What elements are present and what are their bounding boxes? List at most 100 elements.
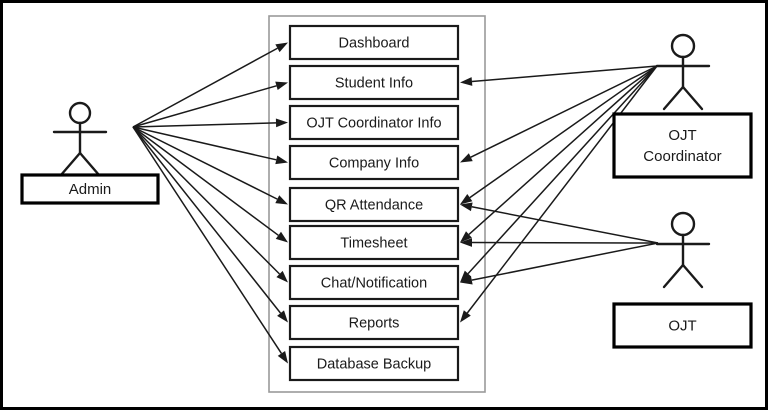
actor-head-icon [670,211,696,237]
association-ojt-to-timesheet [460,238,659,247]
actor-label: Admin [69,181,112,198]
association-arrowhead [275,81,288,91]
actor-stick-figure-icon [52,101,108,177]
use-case-box[interactable] [288,304,460,341]
association-line [471,65,658,83]
use-case-database-backup[interactable]: Database Backup [288,345,460,382]
use-case-label: Reports [349,315,400,331]
association-admin-to-chat-notification [132,126,288,283]
association-line [466,65,658,314]
actor-stick-figure-icon [655,211,711,289]
use-case-company-info[interactable]: Company Info [288,144,460,181]
actor-admin[interactable]: Admin [20,101,160,205]
association-line [132,47,278,128]
association-arrowhead [460,77,473,86]
association-admin-to-student-info [132,81,288,128]
actor-label-box[interactable] [20,173,160,205]
association-ojt-coordinator-to-timesheet [460,65,658,243]
association-arrowhead [275,118,288,128]
actor-label: OJT [668,317,696,334]
association-ojt-to-chat-notification [460,242,659,285]
association-ojt-coordinator-to-company-info [460,65,658,163]
association-arrowhead [460,310,471,323]
actor-label: OJT [668,127,696,144]
use-case-box[interactable] [288,224,460,261]
association-admin-to-company-info [132,126,288,165]
actor-head-icon [670,33,696,59]
association-admin-to-qr-attendance [132,126,288,205]
association-line [132,126,278,200]
association-admin-to-timesheet [132,126,288,243]
use-case-label: Dashboard [339,35,410,51]
association-arrowhead [277,310,288,323]
use-case-label: Database Backup [317,356,431,372]
association-line [132,126,283,354]
association-line [468,65,658,236]
association-line [470,65,658,158]
use-case-box[interactable] [288,186,460,223]
use-case-chat-notification[interactable]: Chat/Notification [288,264,460,301]
use-case-timesheet[interactable]: Timesheet [288,224,460,261]
association-ojt-coordinator-to-student-info [460,65,658,86]
use-case-label: QR Attendance [325,197,423,213]
association-line [471,206,659,244]
association-line [132,126,282,314]
association-arrowhead [275,155,288,165]
association-admin-to-database-backup [132,126,288,364]
use-case-label: Student Info [335,75,413,91]
association-arrowhead [275,42,288,53]
use-case-student-info[interactable]: Student Info [288,64,460,101]
association-arrowhead [276,270,288,283]
use-case-box[interactable] [288,264,460,301]
use-case-ojt-coord-info[interactable]: OJT Coordinator Info [288,104,460,141]
association-line [132,85,277,128]
association-arrowhead [460,275,473,285]
association-ojt-coordinator-to-reports [460,65,658,323]
association-line [132,126,281,275]
actor-left-leg-line [662,263,685,289]
association-admin-to-ojt-coord-info [132,118,288,128]
use-case-box[interactable] [288,345,460,382]
association-line [132,122,277,128]
association-arrowhead [460,202,473,212]
use-case-dashboard[interactable]: Dashboard [288,24,460,61]
association-arrowhead [460,238,473,247]
actor-label: Coordinator [643,148,721,165]
association-line [471,242,659,281]
association-ojt-coordinator-to-qr-attendance [460,65,658,205]
actor-ojt-coordinator[interactable]: OJT Coordinator [612,33,753,179]
association-arrowhead [460,153,473,163]
association-arrowhead [277,351,288,364]
use-case-reports[interactable]: Reports [288,304,460,341]
association-layer [132,42,659,364]
use-case-label: Timesheet [340,235,407,251]
association-admin-to-reports [132,126,288,323]
actor-right-leg-line [681,85,704,111]
association-arrowhead [460,231,472,243]
association-line [132,126,277,161]
actor-label-box[interactable] [612,112,753,179]
association-arrowhead [460,270,472,283]
use-case-box[interactable] [288,24,460,61]
association-arrowhead [460,193,473,205]
use-case-box[interactable] [288,104,460,141]
actor-ojt[interactable]: OJT [612,211,753,349]
use-case-qr-attendance[interactable]: QR Attendance [288,186,460,223]
actor-right-leg-line [78,151,101,177]
use-case-label: OJT Coordinator Info [306,115,441,131]
actor-stick-figure-icon [655,33,711,111]
association-line [467,65,658,275]
association-ojt-to-qr-attendance [460,202,659,244]
use-case-label: Company Info [329,155,419,171]
association-ojt-coordinator-to-chat-notification [460,65,658,283]
actor-head-icon [68,101,92,125]
actor-label-box[interactable] [612,302,753,349]
use-case-box[interactable] [288,64,460,101]
use-case-box[interactable] [288,144,460,181]
use-case-label: Chat/Notification [321,275,427,291]
association-arrowhead [275,195,288,205]
